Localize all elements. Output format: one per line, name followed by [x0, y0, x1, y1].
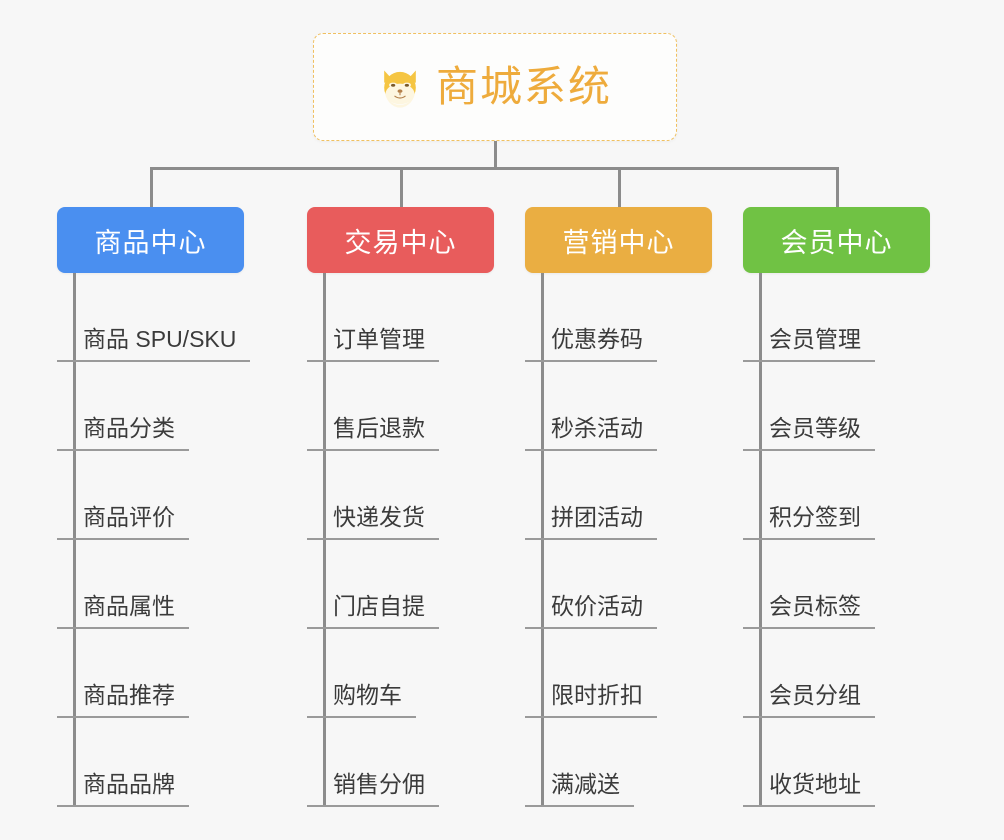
leaf-item[interactable]: 商品属性	[57, 540, 244, 629]
leaf-item-label: 优惠券码	[525, 328, 657, 362]
leaf-item-label: 商品评价	[57, 506, 189, 540]
connector-drop-4	[836, 167, 839, 209]
leaf-item-label: 满减送	[525, 773, 634, 807]
leaf-item-label: 商品 SPU/SKU	[57, 328, 251, 362]
leaf-item-label: 会员等级	[743, 417, 875, 451]
branch-column: 商品中心商品 SPU/SKU 商品分类商品评价商品属性商品推荐商品品牌	[57, 207, 251, 807]
leaf-item[interactable]: 商品品牌	[57, 718, 244, 807]
leaf-item-label: 购物车	[307, 684, 416, 718]
leaf-item-label: 商品属性	[57, 595, 189, 629]
branch-items: 商品 SPU/SKU 商品分类商品评价商品属性商品推荐商品品牌	[57, 273, 251, 807]
leaf-item[interactable]: 拼团活动	[525, 451, 712, 540]
category-box[interactable]: 营销中心	[525, 207, 712, 273]
category-label: 交易中心	[344, 227, 457, 258]
branch-spine	[759, 273, 762, 807]
branch-column: 交易中心订单管理售后退款快递发货门店自提购物车销售分佣	[307, 207, 494, 807]
leaf-item[interactable]: 购物车	[307, 629, 494, 718]
leaf-item[interactable]: 商品推荐	[57, 629, 244, 718]
leaf-item[interactable]: 秒杀活动	[525, 362, 712, 451]
leaf-item[interactable]: 会员管理	[743, 273, 930, 362]
leaf-item-label: 快递发货	[307, 506, 439, 540]
leaf-item-label: 商品分类	[57, 417, 189, 451]
leaf-item[interactable]: 售后退款	[307, 362, 494, 451]
connector-drop-3	[618, 167, 621, 209]
leaf-item-label: 拼团活动	[525, 506, 657, 540]
root-title: 商城系统	[435, 63, 612, 110]
connector-drop-1	[150, 167, 153, 209]
leaf-item[interactable]: 销售分佣	[307, 718, 494, 807]
connector-drop-2	[400, 167, 403, 209]
leaf-item-label: 限时折扣	[525, 684, 657, 718]
leaf-item[interactable]: 限时折扣	[525, 629, 712, 718]
branch-items: 会员管理会员等级积分签到会员标签会员分组收货地址	[743, 273, 930, 807]
leaf-item-label: 商品品牌	[57, 773, 189, 807]
leaf-item[interactable]: 会员等级	[743, 362, 930, 451]
shiba-dog-face-icon	[378, 65, 422, 109]
category-label: 会员中心	[780, 227, 893, 258]
leaf-item[interactable]: 快递发货	[307, 451, 494, 540]
leaf-item-label: 订单管理	[307, 328, 439, 362]
branch-items: 订单管理售后退款快递发货门店自提购物车销售分佣	[307, 273, 494, 807]
leaf-item[interactable]: 砍价活动	[525, 540, 712, 629]
leaf-item[interactable]: 商品分类	[57, 362, 244, 451]
leaf-item[interactable]: 积分签到	[743, 451, 930, 540]
leaf-item[interactable]: 优惠券码	[525, 273, 712, 362]
branch-spine	[323, 273, 326, 807]
leaf-item[interactable]: 会员标签	[743, 540, 930, 629]
leaf-item-label: 销售分佣	[307, 773, 439, 807]
connector-root-stem	[494, 141, 497, 169]
leaf-item-label: 砍价活动	[525, 595, 657, 629]
branch-items: 优惠券码秒杀活动拼团活动砍价活动限时折扣满减送	[525, 273, 712, 807]
branch-column: 会员中心会员管理会员等级积分签到会员标签会员分组收货地址	[743, 207, 930, 807]
branch-spine	[73, 273, 76, 807]
leaf-item-label: 秒杀活动	[525, 417, 657, 451]
leaf-item[interactable]: 满减送	[525, 718, 712, 807]
branch-spine	[541, 273, 544, 807]
leaf-item-label: 会员标签	[743, 595, 875, 629]
leaf-item[interactable]: 门店自提	[307, 540, 494, 629]
leaf-item-label: 门店自提	[307, 595, 439, 629]
leaf-item-label: 会员管理	[743, 328, 875, 362]
leaf-item-label: 收货地址	[743, 773, 875, 807]
root-node[interactable]: 商城系统	[313, 33, 677, 141]
category-box[interactable]: 会员中心	[743, 207, 930, 273]
connector-horizontal-bar	[150, 167, 839, 170]
leaf-item-label: 商品推荐	[57, 684, 189, 718]
leaf-item-label: 会员分组	[743, 684, 875, 718]
leaf-item[interactable]: 商品 SPU/SKU	[57, 273, 251, 362]
leaf-item[interactable]: 订单管理	[307, 273, 494, 362]
leaf-item-label: 售后退款	[307, 417, 439, 451]
category-box[interactable]: 商品中心	[57, 207, 244, 273]
leaf-item-label: 积分签到	[743, 506, 875, 540]
category-label: 营销中心	[562, 227, 675, 258]
category-box[interactable]: 交易中心	[307, 207, 494, 273]
leaf-item[interactable]: 商品评价	[57, 451, 244, 540]
leaf-item[interactable]: 会员分组	[743, 629, 930, 718]
branch-column: 营销中心优惠券码秒杀活动拼团活动砍价活动限时折扣满减送	[525, 207, 712, 807]
leaf-item[interactable]: 收货地址	[743, 718, 930, 807]
category-label: 商品中心	[94, 227, 207, 258]
